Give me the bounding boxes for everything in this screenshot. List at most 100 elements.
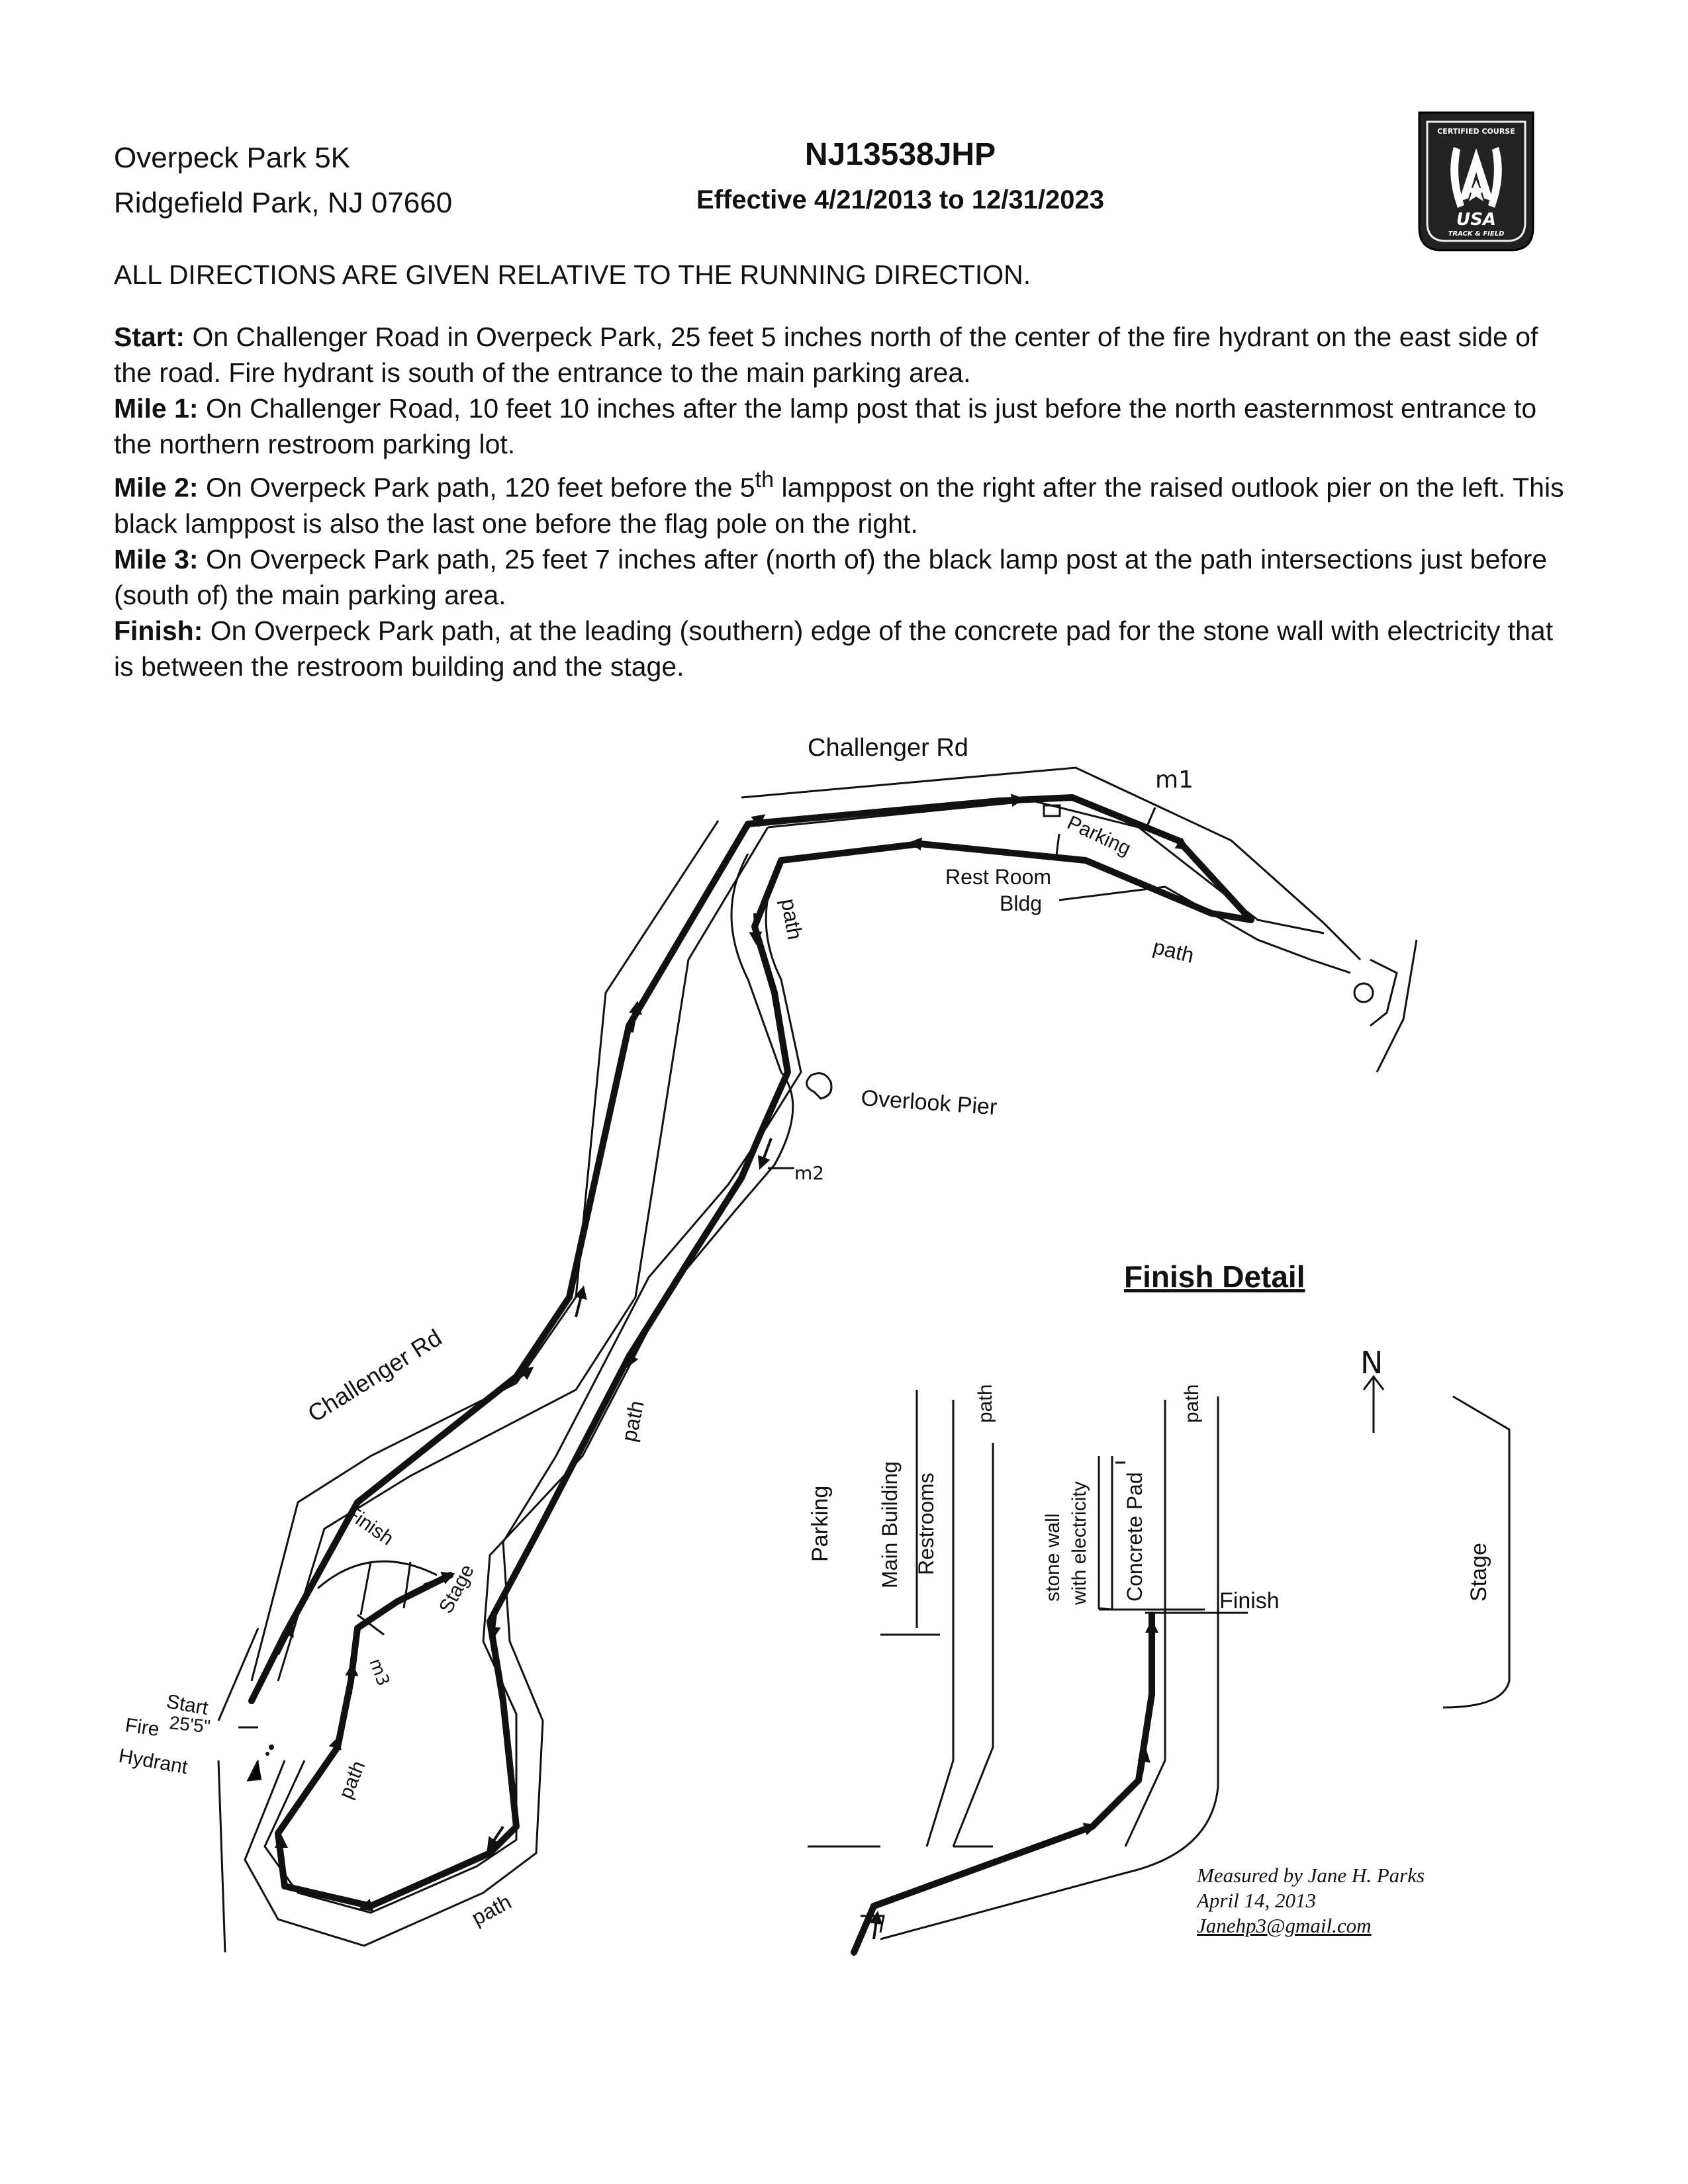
route-line xyxy=(248,794,1254,1909)
main-building-label: Main Building xyxy=(878,1461,902,1588)
direction-finish: Finish: On Overpeck Park path, at the le… xyxy=(114,613,1577,684)
finish-detail-outlines xyxy=(808,1375,1511,1940)
route-arrow xyxy=(345,1662,359,1695)
traffic-circle xyxy=(1353,982,1374,1003)
mile3-text: On Overpeck Park path, 25 feet 7 inches … xyxy=(114,543,1548,610)
start-pointer xyxy=(238,1726,262,1782)
mile2-label: m2 xyxy=(794,1162,824,1184)
north-label: N xyxy=(1360,1345,1383,1381)
measurer-email[interactable]: Janehp3@gmail.com xyxy=(1197,1914,1372,1937)
inner-path-edge xyxy=(952,1443,994,1847)
circle-road-east xyxy=(1376,939,1418,1073)
finish-map-label: Finish xyxy=(342,1502,397,1550)
overlook-pier-shape xyxy=(806,1072,833,1100)
effective-dates: Effective 4/21/2013 to 12/31/2023 xyxy=(696,185,1104,214)
badge-star-icon xyxy=(1465,180,1487,201)
path-east xyxy=(1058,886,1351,974)
path-label-mid: path xyxy=(617,1398,649,1443)
mile1-label: Mile 1: xyxy=(114,393,199,424)
detail-parking-label: Parking xyxy=(808,1486,833,1562)
finish-label: Finish: xyxy=(114,615,203,646)
concrete-pad-label: Concrete Pad xyxy=(1123,1472,1147,1602)
finish-arc xyxy=(317,1560,438,1590)
mile-ticks xyxy=(238,807,1156,1782)
fire-hydrant-marker xyxy=(269,1745,274,1750)
detail-path-right-label: path xyxy=(1181,1385,1203,1423)
measured-by: Measured by Jane H. Parks xyxy=(1197,1864,1425,1887)
path-label-east: path xyxy=(1150,934,1196,968)
route-arrow xyxy=(1164,833,1190,850)
challenger-rd-top-label: Challenger Rd xyxy=(808,734,968,762)
route-arrow xyxy=(328,1735,342,1761)
race-location: Ridgefield Park, NJ 07660 xyxy=(114,187,453,219)
route-arrow xyxy=(747,814,766,829)
detail-path-left-label: path xyxy=(974,1385,996,1423)
circle-road-north xyxy=(1370,958,1398,1027)
challenger-rd-west-edge-outer xyxy=(250,820,720,1682)
badge-wings-icon xyxy=(1450,147,1502,208)
route-arrow xyxy=(1137,1749,1150,1774)
direction-mile2: Mile 2: On Overpeck Park path, 120 feet … xyxy=(114,462,1577,541)
stone-wall-shape xyxy=(1098,1456,1125,1611)
restroom-bldg-label: Bldg xyxy=(1000,891,1042,915)
badge-usa-text: USA xyxy=(1456,210,1496,230)
badge-top-text: CERTIFIED COURSE xyxy=(1437,127,1515,136)
road-south-edge xyxy=(217,1627,259,1953)
challenger-rd-left-label: Challenger Rd xyxy=(303,1324,447,1428)
stage-outline xyxy=(1442,1395,1511,1709)
park-path-outer xyxy=(263,853,794,1914)
finish-detail-title: Finish Detail xyxy=(1124,1259,1305,1294)
direction-mile1: Mile 1: On Challenger Road, 10 feet 10 i… xyxy=(114,390,1577,462)
route-arrow xyxy=(992,794,1025,807)
course-directions: ALL DIRECTIONS ARE GIVEN RELATIVE TO THE… xyxy=(114,257,1577,684)
path-label-north: path xyxy=(776,897,807,942)
stage-map-label: Stage xyxy=(435,1561,479,1617)
route-arrow xyxy=(423,1571,455,1586)
detail-stage-label: Stage xyxy=(1466,1543,1491,1602)
start-label: Start: xyxy=(114,322,185,352)
parking-edge-lines xyxy=(808,1633,940,1848)
measured-date: April 14, 2013 xyxy=(1197,1889,1316,1912)
mile3-label: m3 xyxy=(365,1656,393,1689)
course-map: Challenger Rd Challenger Rd m1 m2 m3 Par… xyxy=(117,734,1511,1956)
stone-wall-edge xyxy=(1124,1400,1166,1847)
mile1-label: m1 xyxy=(1155,766,1194,794)
route-arrow xyxy=(629,1001,642,1033)
route-arrow xyxy=(869,1911,883,1940)
route-arrow xyxy=(908,837,941,851)
route-arrow xyxy=(1065,1823,1098,1837)
restroom-building-shape xyxy=(1043,804,1061,817)
direction-mile3: Mile 3: On Overpeck Park path, 25 feet 7… xyxy=(114,541,1577,613)
mile1-tick xyxy=(1144,807,1156,831)
finish-detail-inset: Finish Detail N Parking Main Building Re… xyxy=(808,1259,1511,1956)
route-arrow xyxy=(277,1623,294,1655)
route-arrow xyxy=(359,1898,391,1912)
start-text: On Challenger Road in Overpeck Park, 25 … xyxy=(114,322,1538,388)
start-offset-label: 25'5" xyxy=(168,1712,211,1737)
with-electricity-label: with electricity xyxy=(1068,1481,1090,1606)
mile3-tick xyxy=(357,1614,385,1636)
route-arrows xyxy=(275,794,1190,1912)
path-label-south: path xyxy=(335,1758,369,1802)
stone-wall-label: stone wall xyxy=(1042,1514,1064,1602)
road-outlines xyxy=(217,766,1418,1953)
fire-label: Fire xyxy=(124,1714,161,1741)
fire-hydrant-marker xyxy=(265,1752,269,1756)
badge-inner-border xyxy=(1426,120,1526,242)
route-arrow xyxy=(626,1343,640,1369)
restrooms-label: Restrooms xyxy=(914,1473,938,1575)
mile2-superscript: th xyxy=(755,467,774,492)
route-arrow xyxy=(749,913,763,945)
finish-detail-route xyxy=(851,1612,1155,1956)
mile2-text-a: On Overpeck Park path, 120 feet before t… xyxy=(198,472,755,503)
finish-detail-arrows xyxy=(869,1619,1158,1940)
route-arrow xyxy=(502,1367,534,1391)
course-code: NJ13538JHP xyxy=(804,137,996,172)
usatf-certified-badge: CERTIFIED COURSE USA TRACK & FIELD xyxy=(1418,111,1534,251)
directions-lead: ALL DIRECTIONS ARE GIVEN RELATIVE TO THE… xyxy=(114,259,1031,290)
main-building-lower-wall xyxy=(925,1628,955,1847)
badge-sub-text: TRACK & FIELD xyxy=(1448,230,1505,238)
detail-finish-label: Finish xyxy=(1219,1588,1280,1614)
route-arrow xyxy=(574,1285,587,1318)
route-arrow xyxy=(487,1825,504,1851)
